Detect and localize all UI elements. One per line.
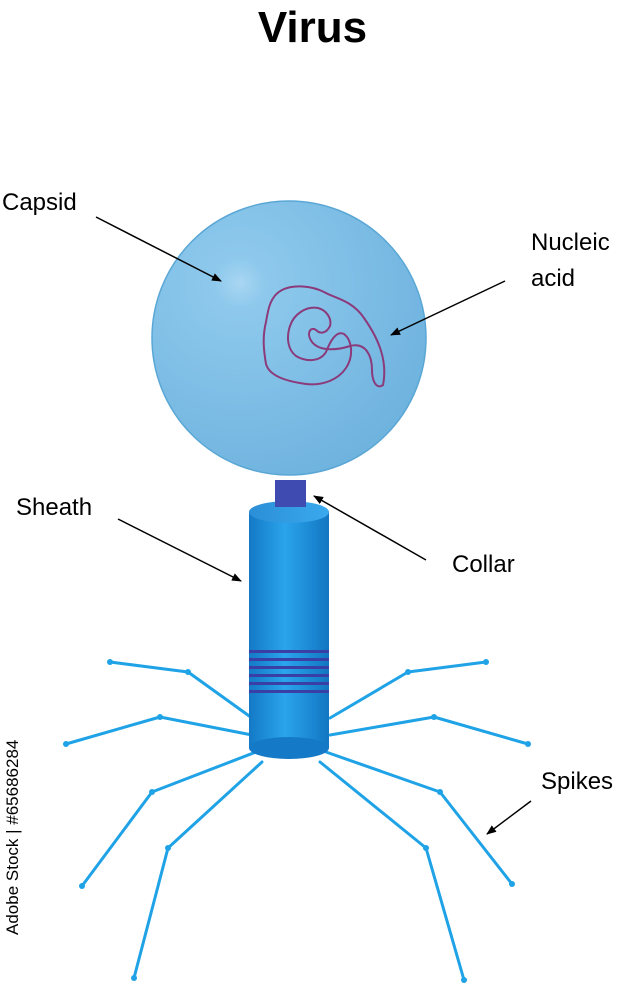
spike-left-2 bbox=[64, 715, 254, 746]
sheath bbox=[249, 501, 329, 759]
label-nucleic-acid-line2: acid bbox=[531, 265, 576, 292]
label-collar: Collar bbox=[452, 551, 515, 578]
sheath-bands bbox=[249, 650, 329, 693]
label-spikes: Spikes bbox=[541, 768, 614, 795]
arrow-nucleic-acid bbox=[390, 280, 506, 336]
diagram-title: Virus bbox=[257, 3, 368, 52]
spike-left-1 bbox=[108, 660, 254, 720]
label-sheath: Sheath bbox=[16, 494, 93, 521]
spike-left-3 bbox=[80, 750, 258, 888]
spike-joints bbox=[63, 659, 531, 983]
arrow-capsid bbox=[95, 216, 222, 282]
capsid bbox=[151, 200, 427, 476]
collar bbox=[275, 480, 306, 507]
arrow-sheath bbox=[117, 518, 242, 582]
label-nucleic-acid-line1: Nucleic bbox=[531, 229, 610, 256]
spike-right-2 bbox=[328, 715, 530, 746]
arrow-spikes bbox=[486, 800, 532, 835]
spike-right-3 bbox=[324, 750, 514, 886]
label-capsid: Capsid bbox=[2, 189, 77, 216]
stock-watermark: Adobe Stock | #65686284 bbox=[3, 739, 22, 935]
label-arrows bbox=[95, 216, 532, 835]
nucleic-acid bbox=[262, 285, 386, 388]
arrow-collar bbox=[313, 495, 427, 561]
